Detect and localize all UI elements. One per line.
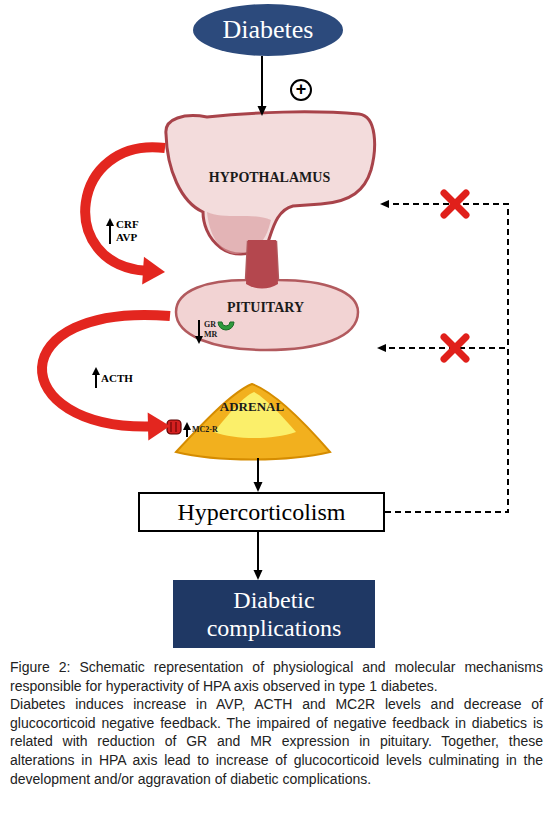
arrow-head — [106, 218, 114, 226]
gland-core — [214, 392, 296, 438]
arrow-head — [195, 336, 203, 344]
stimulus-arrow — [42, 315, 170, 441]
adrenal-shape-outline — [172, 380, 332, 460]
node-text: Diabetes — [193, 4, 343, 56]
caption-block: Figure 2: Schematic representation of ph… — [10, 658, 543, 788]
arrow-head — [183, 422, 191, 430]
increase-arrow — [183, 422, 191, 437]
connector-line — [42, 315, 170, 427]
arrow-shaft — [109, 224, 111, 244]
connector-line — [385, 204, 508, 512]
node-text: MC2-R — [192, 425, 232, 434]
arrow-head — [254, 482, 263, 492]
blocked-feedback-mark — [444, 193, 466, 215]
stalk-fill — [246, 240, 278, 289]
arrow-head — [92, 367, 100, 375]
receptor-symbol — [167, 420, 181, 434]
figure-caption: Figure 2: Schematic representation of ph… — [10, 658, 543, 695]
connector-line — [85, 147, 165, 271]
flow-connector — [254, 458, 263, 492]
arrow-head — [254, 570, 263, 580]
arrow-head — [142, 257, 165, 285]
receptor-symbol — [218, 322, 234, 330]
connector-line — [385, 348, 508, 512]
flow-connector — [254, 532, 263, 580]
process-box: Hypercorticolism — [138, 492, 385, 532]
node-text: PITUITARY — [168, 300, 363, 316]
edge-label: CRF AVP — [116, 218, 146, 244]
arrow-head — [148, 413, 170, 441]
feedback-connector — [380, 200, 508, 512]
arrow-shaft — [95, 373, 97, 388]
connector-line — [261, 56, 263, 108]
increase-arrow — [92, 367, 100, 388]
ellipse-fill — [193, 4, 343, 56]
connector-line — [257, 458, 259, 484]
gland-outline — [176, 384, 330, 460]
connector-line — [257, 532, 259, 572]
cross-stroke — [444, 337, 466, 359]
adrenal-shape: ADRENAL MC2-R — [172, 380, 332, 460]
arrow-shaft — [198, 320, 200, 338]
stimulus-arrow — [85, 147, 165, 284]
flow-connector — [258, 56, 267, 116]
arrow-shaft — [186, 428, 188, 437]
decrease-arrow — [195, 320, 203, 344]
cross-stroke — [444, 193, 466, 215]
start-ellipse: Diabetes — [193, 4, 343, 56]
increase-arrow — [106, 218, 114, 244]
blocked-feedback-mark — [444, 337, 466, 359]
edge-label: ACTH — [101, 372, 133, 385]
sign-label: + — [290, 79, 312, 101]
node-text: Hypercorticolism — [140, 494, 383, 530]
arrow-head — [377, 344, 386, 352]
node-text: ADRENAL — [172, 399, 332, 415]
feedback-connector — [377, 344, 508, 512]
cross-stroke — [444, 193, 466, 215]
node-text: HYPOTHALAMUS — [163, 170, 376, 186]
hypothalamus-shape: HYPOTHALAMUS — [163, 108, 376, 258]
arrow-head — [258, 106, 267, 116]
caption-note: Diabetes induces increase in AVP, ACTH a… — [10, 695, 543, 788]
pituitary-shape: PITUITARY GR MR — [168, 240, 363, 352]
node-text: GR MR — [204, 320, 220, 340]
pituitary-shape-outline — [168, 240, 363, 352]
arrow-head — [380, 200, 389, 208]
node-text: Diabetic complications — [179, 586, 369, 642]
receptor-detail — [171, 422, 172, 432]
outcome-box: Diabetic complications — [173, 580, 375, 648]
receptor-detail — [176, 422, 177, 432]
cross-stroke — [444, 337, 466, 359]
